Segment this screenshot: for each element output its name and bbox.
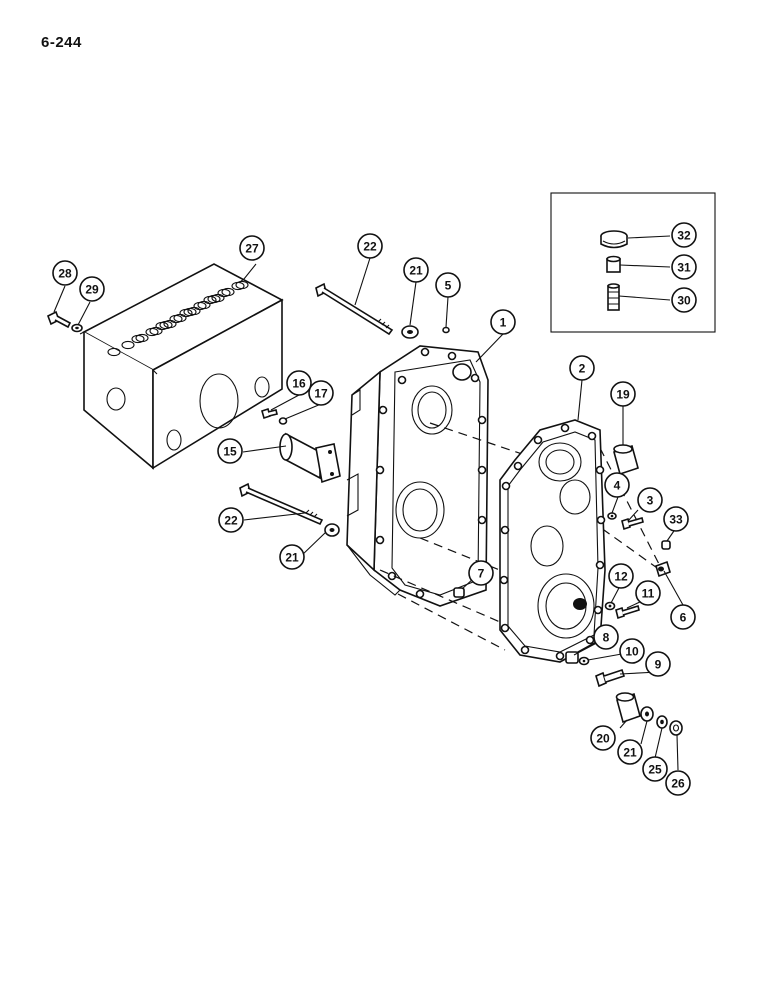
callout-label: 3 bbox=[647, 494, 654, 508]
callout-31: 31 bbox=[671, 254, 697, 280]
part-28-bolt bbox=[46, 310, 72, 329]
callout-label: 21 bbox=[285, 551, 299, 565]
part-22-upper-long-bolt bbox=[315, 282, 394, 336]
part-32-breather-cap bbox=[600, 230, 628, 249]
callout-20: 20 bbox=[590, 725, 616, 751]
part-1-gearbox-housing bbox=[346, 345, 489, 607]
part-17-washer bbox=[278, 417, 288, 425]
callout-label: 22 bbox=[224, 514, 238, 528]
part-31-adapter bbox=[606, 255, 621, 273]
part-12-washer bbox=[604, 601, 616, 611]
callout-label: 21 bbox=[623, 746, 637, 760]
callout-label: 17 bbox=[314, 387, 328, 401]
part-7-dowel bbox=[453, 587, 465, 598]
part-30-nipple bbox=[607, 283, 620, 311]
inset-detail bbox=[550, 192, 716, 333]
callout-label: 6 bbox=[680, 611, 687, 625]
callout-2: 2 bbox=[569, 355, 595, 381]
part-20-spacer bbox=[615, 692, 641, 724]
callout-15: 15 bbox=[217, 438, 243, 464]
callout-21: 21 bbox=[617, 739, 643, 765]
callout-3: 3 bbox=[637, 487, 663, 513]
part-16-bolt bbox=[261, 407, 278, 420]
callout-4: 4 bbox=[604, 472, 630, 498]
callout-label: 26 bbox=[671, 777, 685, 791]
callout-label: 32 bbox=[677, 229, 691, 243]
part-15-tube-flange bbox=[279, 432, 341, 484]
part-21-lower-washer bbox=[640, 706, 654, 722]
callout-8: 8 bbox=[593, 624, 619, 650]
callout-26: 26 bbox=[665, 770, 691, 796]
callout-label: 11 bbox=[642, 587, 655, 601]
page-number: 6-244 bbox=[41, 34, 82, 51]
part-21-middle-washer bbox=[324, 523, 340, 537]
part-26-nut bbox=[669, 720, 683, 736]
callout-label: 12 bbox=[614, 570, 628, 584]
callout-11: 11 bbox=[635, 580, 661, 606]
callout-label: 7 bbox=[478, 567, 485, 581]
callout-17: 17 bbox=[308, 380, 334, 406]
part-5-nut bbox=[442, 326, 450, 334]
callout-1: 1 bbox=[490, 309, 516, 335]
part-29-washer bbox=[71, 323, 83, 333]
callout-label: 2 bbox=[579, 362, 586, 376]
callout-label: 28 bbox=[58, 267, 72, 281]
part-33-fitting bbox=[661, 540, 671, 550]
callout-label: 5 bbox=[445, 279, 452, 293]
callout-6: 6 bbox=[670, 604, 696, 630]
part-19-spacer bbox=[613, 444, 639, 476]
part-9-bolt bbox=[595, 668, 626, 688]
callout-label: 8 bbox=[603, 631, 610, 645]
callout-29: 29 bbox=[79, 276, 105, 302]
callout-10: 10 bbox=[619, 638, 645, 664]
callout-label: 29 bbox=[85, 283, 99, 297]
callout-label: 30 bbox=[677, 294, 691, 308]
callout-label: 1 bbox=[500, 316, 507, 330]
callout-label: 20 bbox=[596, 732, 610, 746]
callout-label: 21 bbox=[409, 264, 423, 278]
part-10-washer bbox=[578, 656, 590, 666]
callout-32: 32 bbox=[671, 222, 697, 248]
part-4-washer bbox=[607, 512, 617, 520]
callout-30: 30 bbox=[671, 287, 697, 313]
callout-33: 33 bbox=[663, 506, 689, 532]
part-22-lower-long-bolt bbox=[239, 482, 324, 526]
callout-label: 10 bbox=[625, 645, 639, 659]
callout-22: 22 bbox=[357, 233, 383, 259]
callout-label: 25 bbox=[648, 763, 662, 777]
callout-7: 7 bbox=[468, 560, 494, 586]
part-25-lockwasher bbox=[656, 715, 668, 729]
callout-label: 4 bbox=[614, 479, 621, 493]
part-2-cover-plate bbox=[499, 419, 606, 663]
alignment-lines bbox=[379, 422, 663, 651]
callout-21: 21 bbox=[403, 257, 429, 283]
callout-12: 12 bbox=[608, 563, 634, 589]
callout-label: 31 bbox=[677, 261, 691, 275]
callout-label: 16 bbox=[292, 377, 306, 391]
callout-16: 16 bbox=[286, 370, 312, 396]
part-27-shield-box bbox=[79, 263, 284, 470]
callout-label: 19 bbox=[616, 388, 630, 402]
part-3-bolt bbox=[621, 517, 644, 531]
callout-label: 33 bbox=[669, 513, 683, 527]
callout-25: 25 bbox=[642, 756, 668, 782]
callout-label: 15 bbox=[223, 445, 237, 459]
callout-19: 19 bbox=[610, 381, 636, 407]
part-21-upper-washer bbox=[401, 325, 419, 339]
callout-21: 21 bbox=[279, 544, 305, 570]
callout-28: 28 bbox=[52, 260, 78, 286]
callout-label: 9 bbox=[655, 658, 662, 672]
inset-frame bbox=[550, 192, 716, 333]
part-6-elbow bbox=[655, 560, 671, 578]
callout-27: 27 bbox=[239, 235, 265, 261]
callout-5: 5 bbox=[435, 272, 461, 298]
callout-label: 22 bbox=[363, 240, 377, 254]
part-11-bolt bbox=[615, 604, 640, 620]
callout-9: 9 bbox=[645, 651, 671, 677]
callout-label: 27 bbox=[245, 242, 259, 256]
callout-22: 22 bbox=[218, 507, 244, 533]
